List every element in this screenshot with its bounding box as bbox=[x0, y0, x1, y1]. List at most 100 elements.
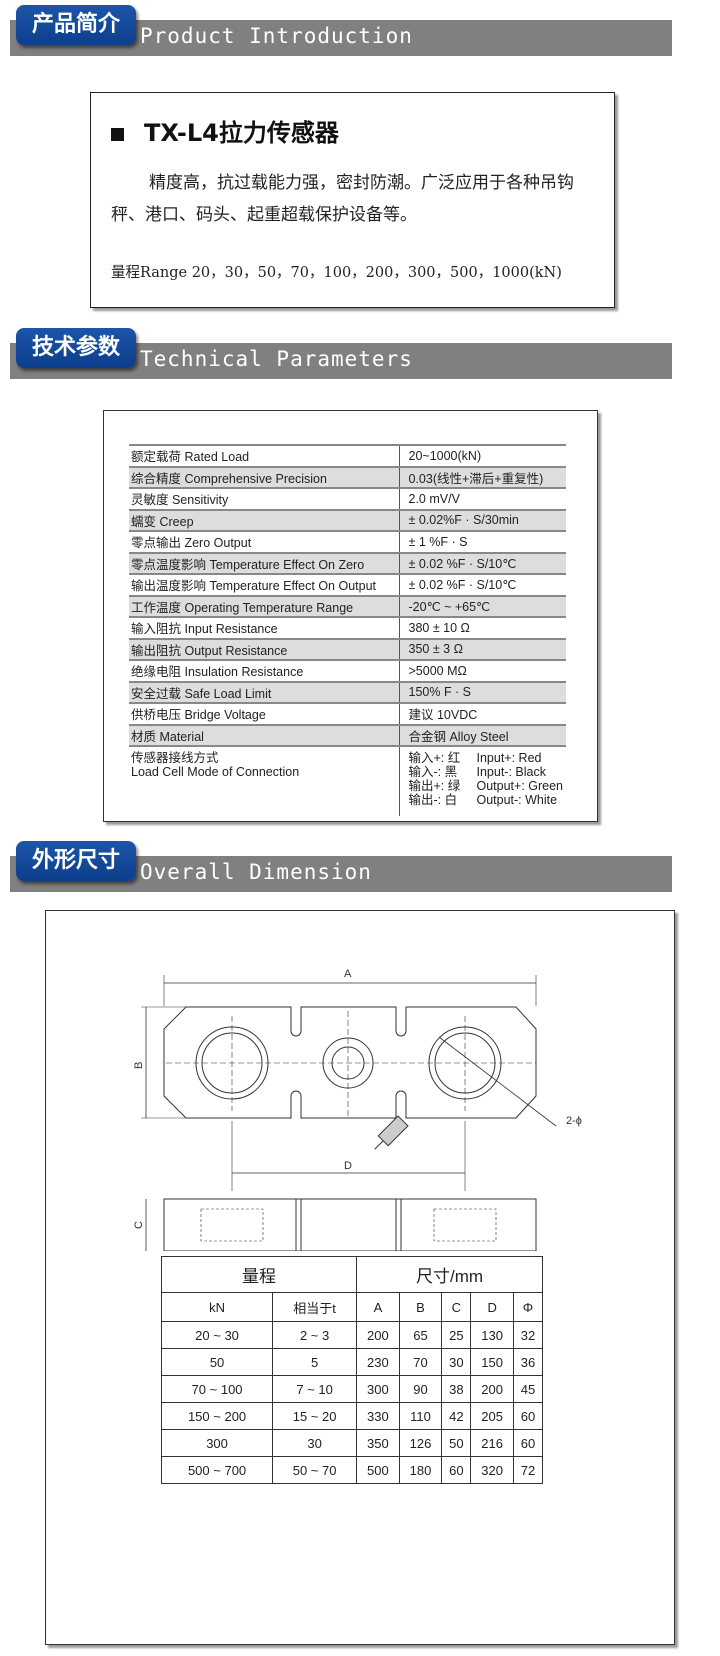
spec-label: 绝缘电阻 Insulation Resistance bbox=[129, 659, 400, 682]
table-cell: 200 bbox=[470, 1375, 514, 1403]
section-header-dimension: 外形尺寸 Overall Dimension bbox=[10, 841, 672, 892]
table-cell: 20 ~ 30 bbox=[160, 1321, 274, 1349]
column-header: kN bbox=[160, 1292, 274, 1322]
table-cell: 50 bbox=[160, 1348, 274, 1376]
table-cell: 2 ~ 3 bbox=[272, 1321, 358, 1349]
table-cell: 300 bbox=[160, 1429, 274, 1457]
dim-label-b: B bbox=[133, 1062, 145, 1069]
table-cell: 90 bbox=[398, 1375, 443, 1403]
dim-label-hole: 2-ϕ bbox=[566, 1115, 582, 1127]
spec-row: 输出温度影响 Temperature Effect On Output± 0.0… bbox=[129, 573, 566, 596]
table-cell: 65 bbox=[398, 1321, 443, 1349]
table-cell: 500 bbox=[356, 1456, 400, 1484]
table-cell: 32 bbox=[512, 1321, 544, 1349]
table-cell: 180 bbox=[398, 1456, 443, 1484]
spec-row: 蠕变 Creep± 0.02%F · S/30min bbox=[129, 508, 566, 531]
table-cell: 205 bbox=[470, 1402, 514, 1430]
table-cell: 60 bbox=[512, 1402, 544, 1430]
spec-value: 合金钢 Alloy Steel bbox=[399, 723, 566, 746]
spec-label: 安全过载 Safe Load Limit bbox=[129, 680, 400, 703]
table-cell: 230 bbox=[356, 1348, 400, 1376]
section-header-tech: 技术参数 Technical Parameters bbox=[10, 328, 672, 379]
wire-item: 输出-: 白 Output-: White bbox=[409, 793, 565, 807]
dim-label-a: A bbox=[344, 968, 352, 980]
load-cell-drawing: A B 2-ϕ D C bbox=[133, 968, 582, 1251]
wire-item: 输出+: 绿 Output+: Green bbox=[409, 779, 565, 793]
header-range: 量程 bbox=[160, 1256, 358, 1293]
spec-value: ± 0.02 %F · S/10℃ bbox=[399, 551, 566, 574]
spec-label: 输入阻抗 Input Resistance bbox=[129, 616, 400, 639]
spec-value: 380 ± 10 Ω bbox=[399, 616, 566, 639]
wire-cn: 输入+: 红 bbox=[408, 751, 461, 765]
spec-row: 零点输出 Zero Output± 1 %F · S bbox=[129, 530, 566, 553]
table-cell: 50 bbox=[441, 1429, 472, 1457]
wire-en: Output+: Green bbox=[476, 779, 564, 793]
wire-en: Output-: White bbox=[476, 793, 558, 807]
table-cell: 60 bbox=[441, 1456, 472, 1484]
spec-value: 2.0 mV/V bbox=[399, 487, 566, 510]
column-header: Φ bbox=[512, 1292, 544, 1322]
wire-cn: 输出-: 白 bbox=[408, 793, 458, 807]
table-cell: 70 bbox=[398, 1348, 443, 1376]
spec-value: 0.03(线性+滞后+重复性) bbox=[399, 465, 566, 488]
product-range: 量程Range 20，30，50，70，100，200，300，500，1000… bbox=[111, 265, 562, 281]
spec-label: 工作温度 Operating Temperature Range bbox=[129, 594, 400, 617]
spec-value: ± 0.02%F · S/30min bbox=[399, 508, 566, 531]
table-cell: 320 bbox=[470, 1456, 514, 1484]
product-description: 精度高，抗过载能力强，密封防潮。广泛应用于各种吊钩秤、港口、码头、起重超载保护设… bbox=[111, 173, 574, 225]
dim-label-c: C bbox=[133, 1221, 145, 1229]
connection-label-en: Load Cell Mode of Connection bbox=[131, 765, 300, 779]
spec-label: 供桥电压 Bridge Voltage bbox=[129, 702, 400, 725]
spec-label: 综合精度 Comprehensive Precision bbox=[129, 465, 400, 488]
wire-cn: 输入-: 黑 bbox=[408, 765, 458, 779]
table-cell: 110 bbox=[398, 1402, 443, 1430]
section-title: Technical Parameters bbox=[140, 347, 413, 371]
spec-value: 20~1000(kN) bbox=[399, 444, 566, 467]
table-cell: 60 bbox=[512, 1429, 544, 1457]
table-cell: 7 ~ 10 bbox=[272, 1375, 358, 1403]
table-cell: 150 bbox=[470, 1348, 514, 1376]
spec-value: ± 1 %F · S bbox=[399, 530, 566, 553]
section-badge: 产品简介 bbox=[16, 5, 136, 45]
wire-en: Input+: Red bbox=[476, 751, 542, 765]
product-title-text: TX-L4拉力传感器 bbox=[144, 119, 339, 147]
spec-row: 绝缘电阻 Insulation Resistance>5000 MΩ bbox=[129, 659, 566, 682]
connection-label-cn: 传感器接线方式 bbox=[131, 751, 219, 765]
section-header-intro: 产品简介 Product Introduction bbox=[10, 5, 672, 56]
spec-row: 零点温度影响 Temperature Effect On Zero± 0.02 … bbox=[129, 551, 566, 574]
table-cell: 500 ~ 700 bbox=[160, 1456, 274, 1484]
table-cell: 15 ~ 20 bbox=[272, 1402, 358, 1430]
spec-label: 零点温度影响 Temperature Effect On Zero bbox=[129, 551, 400, 574]
spec-label: 输出阻抗 Output Resistance bbox=[129, 637, 400, 660]
section-title: Product Introduction bbox=[140, 24, 413, 48]
table-cell: 5 bbox=[272, 1348, 358, 1376]
column-header: A bbox=[356, 1292, 400, 1322]
spec-value: ± 0.02 %F · S/10℃ bbox=[399, 573, 566, 596]
spec-value: >5000 MΩ bbox=[399, 659, 566, 682]
table-cell: 130 bbox=[470, 1321, 514, 1349]
table-cell: 50 ~ 70 bbox=[272, 1456, 358, 1484]
column-header: D bbox=[470, 1292, 514, 1322]
spec-value: -20℃ ~ +65℃ bbox=[399, 594, 566, 617]
table-cell: 45 bbox=[512, 1375, 544, 1403]
wire-cn: 输出+: 绿 bbox=[408, 779, 461, 793]
table-cell: 36 bbox=[512, 1348, 544, 1376]
spec-label: 零点输出 Zero Output bbox=[129, 530, 400, 553]
product-card: TX-L4拉力传感器 精度高，抗过载能力强，密封防潮。广泛应用于各种吊钩秤、港口… bbox=[90, 92, 615, 308]
spec-value: 建议 10VDC bbox=[399, 702, 566, 725]
section-badge: 技术参数 bbox=[16, 328, 136, 368]
spec-label: 蠕变 Creep bbox=[129, 508, 400, 531]
